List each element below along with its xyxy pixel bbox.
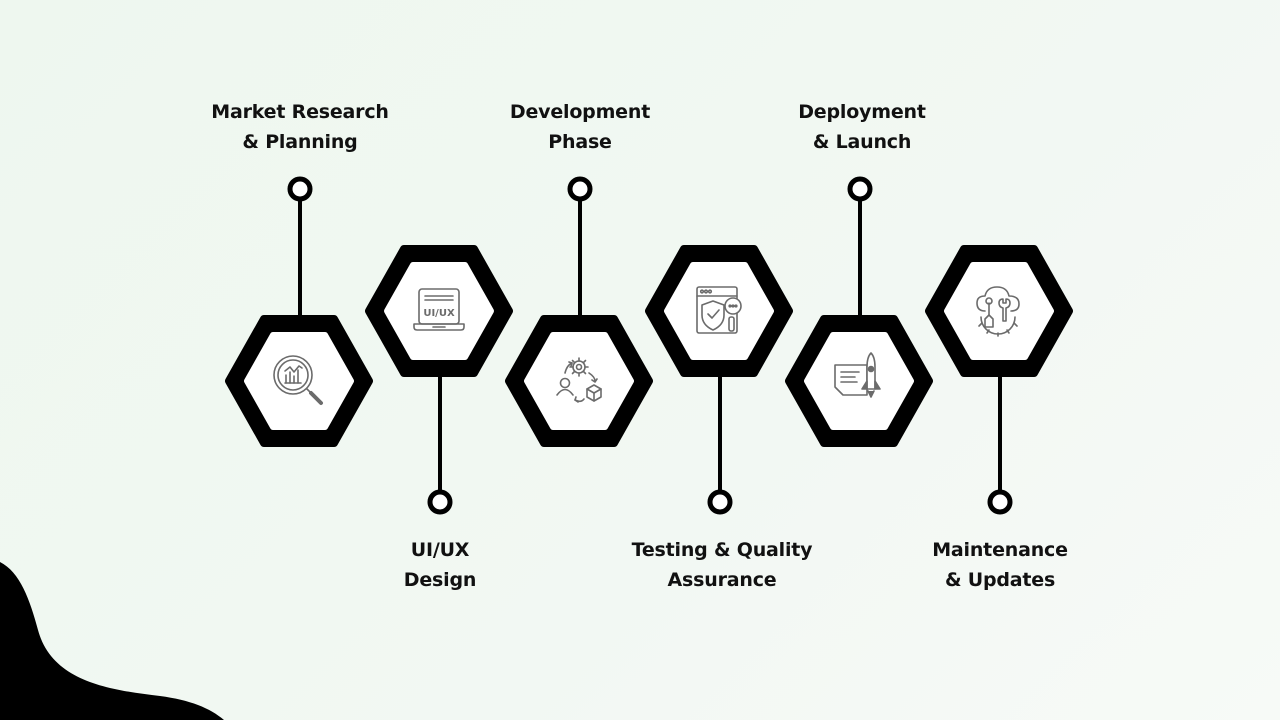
- label-development: Development Phase: [470, 97, 690, 157]
- label-line-2: Phase: [548, 131, 612, 153]
- label-ui-ux: UI/UX Design: [330, 535, 550, 595]
- browser-shield-check-icon: [696, 286, 742, 334]
- laptop-ui-ux-icon: [413, 288, 465, 331]
- hexagon-market-research: [225, 315, 373, 447]
- hexagon-maintenance: [925, 245, 1073, 377]
- connector-node: [847, 176, 873, 202]
- label-line-1: UI/UX: [410, 539, 470, 561]
- connector-ui-ux: [427, 370, 453, 515]
- hexagon-testing: [645, 245, 793, 377]
- connector-node: [567, 176, 593, 202]
- label-market-research: Market Research & Planning: [190, 97, 410, 157]
- label-line-1: Market Research: [211, 101, 389, 123]
- label-line-2: & Planning: [242, 131, 358, 153]
- hexagon-deployment: [785, 315, 933, 447]
- label-line-1: Development: [509, 101, 651, 123]
- connector-node: [287, 176, 313, 202]
- hexagon-ui-ux: UI/UX: [365, 245, 513, 377]
- connector-node: [427, 489, 453, 515]
- connector-maintenance: [987, 370, 1013, 515]
- hexagon-development: [505, 315, 653, 447]
- cloud-tools-gear-icon: [976, 286, 1020, 337]
- magnifier-chart-icon: [273, 355, 323, 405]
- connector-development: [567, 176, 593, 322]
- label-line-2: & Updates: [944, 569, 1056, 591]
- connector-node: [707, 489, 733, 515]
- label-line-2: Design: [403, 569, 477, 591]
- connector-testing: [707, 370, 733, 515]
- development-cycle-icon: [556, 357, 602, 403]
- label-line-1: Deployment: [798, 101, 926, 123]
- label-deployment: Deployment & Launch: [752, 97, 972, 157]
- label-line-2: Assurance: [667, 569, 777, 591]
- rocket-document-icon: [834, 352, 881, 398]
- label-line-1: Maintenance: [932, 539, 1068, 561]
- laptop-icon-text: UI/UX: [423, 308, 455, 319]
- label-line-1: Testing & Quality: [631, 539, 813, 561]
- label-testing: Testing & Quality Assurance: [612, 535, 832, 595]
- connector-deployment: [847, 176, 873, 322]
- label-maintenance: Maintenance & Updates: [890, 535, 1110, 595]
- connector-node: [987, 489, 1013, 515]
- decorative-blob: [0, 562, 224, 720]
- connector-market-research: [287, 176, 313, 322]
- label-line-2: & Launch: [812, 131, 912, 153]
